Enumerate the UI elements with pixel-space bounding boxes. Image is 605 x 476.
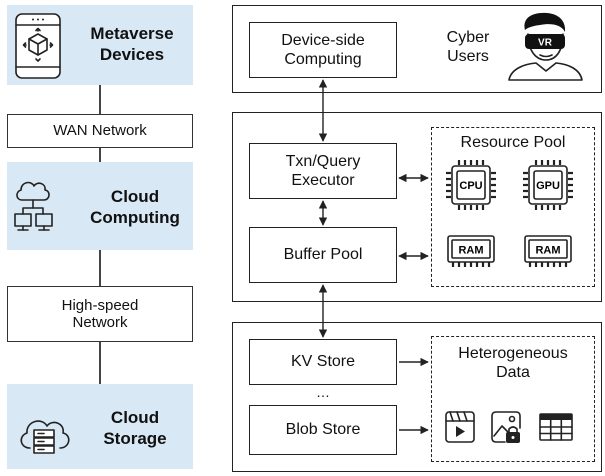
heterogeneous-data-title: Heterogeneous Data — [458, 345, 568, 382]
gpu-chip-icon: GPU — [523, 160, 573, 210]
svg-text:CPU: CPU — [459, 180, 482, 192]
store-ellipsis: … — [316, 384, 330, 400]
cloud-storage-block — [7, 384, 193, 469]
cloud-storage-title: Cloud Storage — [103, 408, 167, 449]
svg-text:GPU: GPU — [536, 180, 560, 192]
ram-icon: RAM — [524, 235, 572, 267]
ram-icon: RAM — [447, 235, 495, 267]
buffer-pool-box: Buffer Pool — [249, 227, 397, 283]
cpu-chip-icon: CPU — [446, 160, 496, 210]
video-file-icon — [445, 411, 475, 443]
resource-pool-title: Resource Pool — [460, 134, 566, 151]
blob-store-box: Blob Store — [249, 405, 397, 455]
table-icon — [539, 413, 573, 441]
wan-network-box: WAN Network — [7, 114, 193, 148]
kv-store-box: KV Store — [249, 339, 397, 385]
svg-text:VR: VR — [538, 38, 553, 49]
svg-text:RAM: RAM — [458, 245, 483, 257]
image-locked-icon — [491, 411, 521, 443]
cyber-users-label: Cyber Users — [446, 29, 490, 66]
svg-text:RAM: RAM — [535, 245, 560, 257]
metaverse-devices-title: Metaverse Devices — [90, 24, 174, 65]
cloud-computing-title: Cloud Computing — [90, 187, 180, 228]
cloud-computing-block — [7, 162, 193, 250]
heterogeneous-data-box — [431, 336, 595, 462]
